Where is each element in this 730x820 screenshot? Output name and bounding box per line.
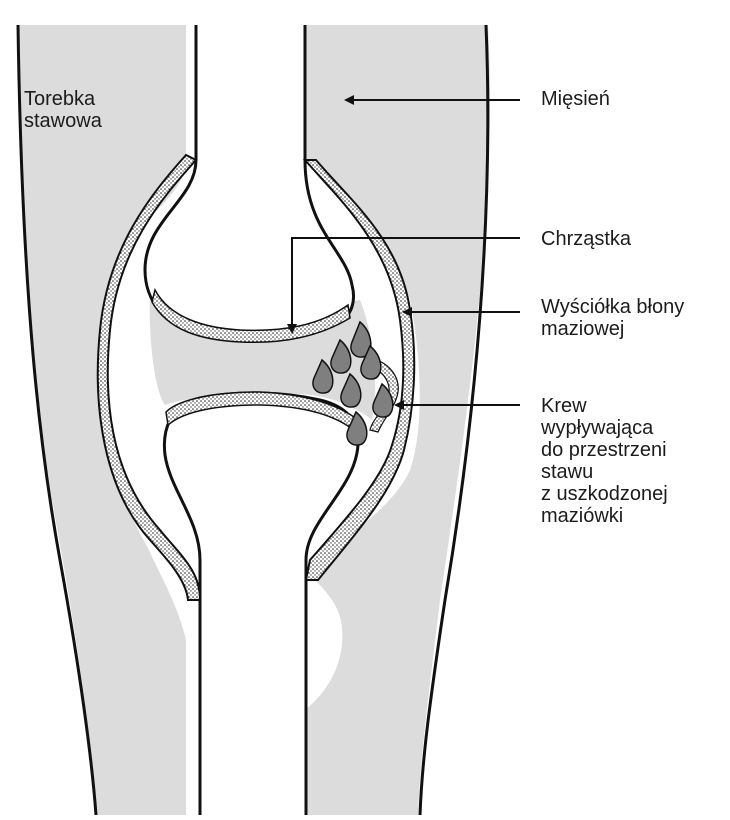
label-muscle: Mięsień	[541, 88, 610, 110]
label-joint-capsule: Torebka stawowa	[24, 88, 102, 132]
label-blood: Krew wypływająca do przestrzeni stawu z …	[541, 395, 668, 527]
label-cartilage: Chrząstka	[541, 228, 631, 250]
label-synovial-lining: Wyściółka błony maziowej	[541, 296, 684, 340]
